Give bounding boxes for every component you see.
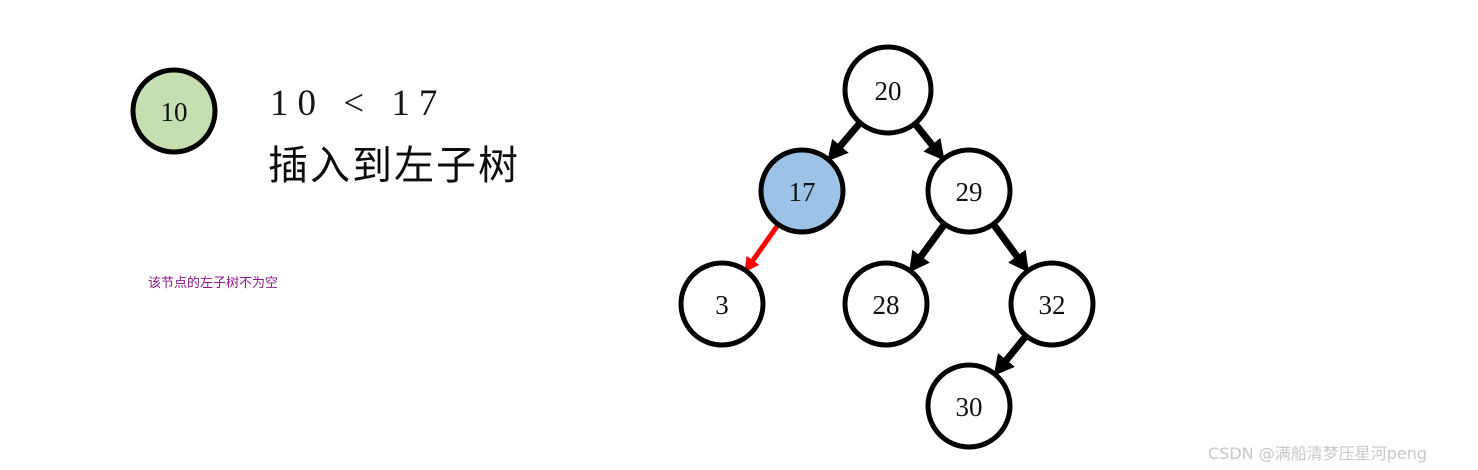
pending-insert-node-label: 10 — [161, 97, 188, 127]
tree-node-30[interactable]: 30 — [925, 362, 1013, 450]
edge-layer — [744, 121, 1029, 376]
tree-node-3[interactable]: 3 — [678, 260, 766, 348]
annotation-note: 该节点的左子树不为空 — [148, 276, 279, 291]
tree-edge-n32-to-n30 — [993, 334, 1029, 376]
pending-insert-node[interactable]: 10 — [130, 67, 218, 155]
watermark: CSDN @满船清梦压星河peng — [1208, 444, 1428, 463]
legend-node-layer: 10 — [130, 67, 218, 155]
tree-node-label: 29 — [956, 177, 983, 207]
node-layer: 20 17 29 3 28 32 30 — [678, 44, 1096, 450]
tree-node-label: 17 — [789, 177, 816, 207]
tree-node-label: 30 — [956, 392, 983, 422]
tree-node-label: 32 — [1039, 290, 1066, 320]
tree-node-17[interactable]: 17 — [758, 147, 846, 235]
tree-edge-n29-to-n28 — [909, 222, 947, 273]
comparison-text: 10 < 17 — [270, 83, 447, 124]
tree-node-29[interactable]: 29 — [925, 147, 1013, 235]
action-text: 插入到左子树 — [268, 143, 520, 189]
tree-edge-n29-to-n32 — [991, 222, 1029, 273]
tree-node-20[interactable]: 20 — [842, 44, 934, 136]
tree-node-28[interactable]: 28 — [842, 260, 930, 348]
tree-node-label: 28 — [873, 290, 900, 320]
tree-edge-n20-to-n29 — [912, 122, 945, 161]
tree-node-label: 20 — [875, 76, 902, 106]
tree-node-label: 3 — [715, 290, 729, 320]
tree-node-32[interactable]: 32 — [1008, 260, 1096, 348]
tree-edge-n17-to-n3 — [744, 223, 780, 273]
tree-edge-n20-to-n17 — [827, 121, 863, 162]
